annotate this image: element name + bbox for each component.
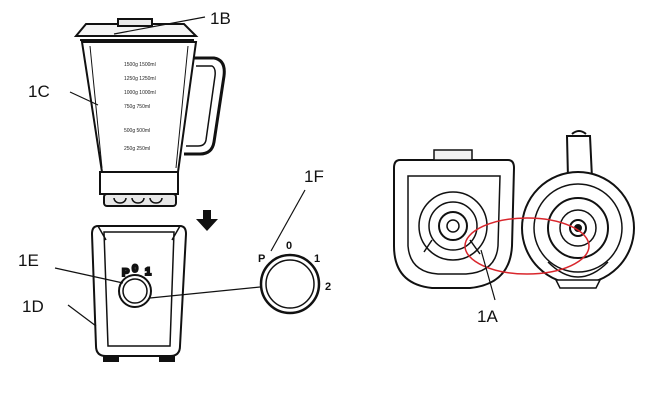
label-1e: 1E: [18, 251, 39, 270]
knob-mark-2: 2: [325, 281, 331, 293]
scale-mark: 250g 250ml: [124, 146, 150, 152]
jar-handle: [184, 56, 226, 156]
knob-mark-pulse: P: [258, 253, 265, 265]
scale-mark: 1500g 1500ml: [124, 62, 156, 68]
label-1c: 1C: [28, 82, 50, 101]
scale-mark: 1000g 1000ml: [124, 90, 156, 96]
knob-mark-off: 0: [286, 240, 292, 252]
jar-bottom-view: [521, 130, 635, 289]
assembly-arrow-icon: [196, 210, 218, 231]
leader-line-1a: [480, 249, 496, 301]
leader-lines-left: [54, 16, 306, 327]
knob-mark-1: 1: [314, 253, 320, 265]
scale-mark: 500g 500ml: [124, 128, 150, 134]
lid-cap: [117, 18, 153, 27]
coupling-highlight: [464, 217, 590, 275]
blender-jar: [73, 18, 226, 207]
scale-mark: 1250g 1250ml: [124, 76, 156, 82]
motor-base: P 0 1: [90, 225, 188, 362]
base-dial-mark-1: 1: [145, 266, 151, 278]
base-dial: [118, 274, 152, 308]
base-top-view: [393, 149, 516, 289]
base-dial-mark-pulse: P: [122, 267, 129, 279]
speed-knob-detail: P 0 1 2: [258, 240, 331, 315]
label-1a: 1A: [477, 307, 498, 326]
label-1b: 1B: [210, 9, 231, 28]
scale-mark: 750g 750ml: [124, 104, 150, 110]
jar-scale: 1500g 1500ml 1250g 1250ml 1000g 1000ml 7…: [124, 62, 156, 152]
label-1d: 1D: [22, 297, 44, 316]
label-1f: 1F: [304, 167, 324, 186]
base-dial-mark-off: 0: [132, 263, 138, 275]
